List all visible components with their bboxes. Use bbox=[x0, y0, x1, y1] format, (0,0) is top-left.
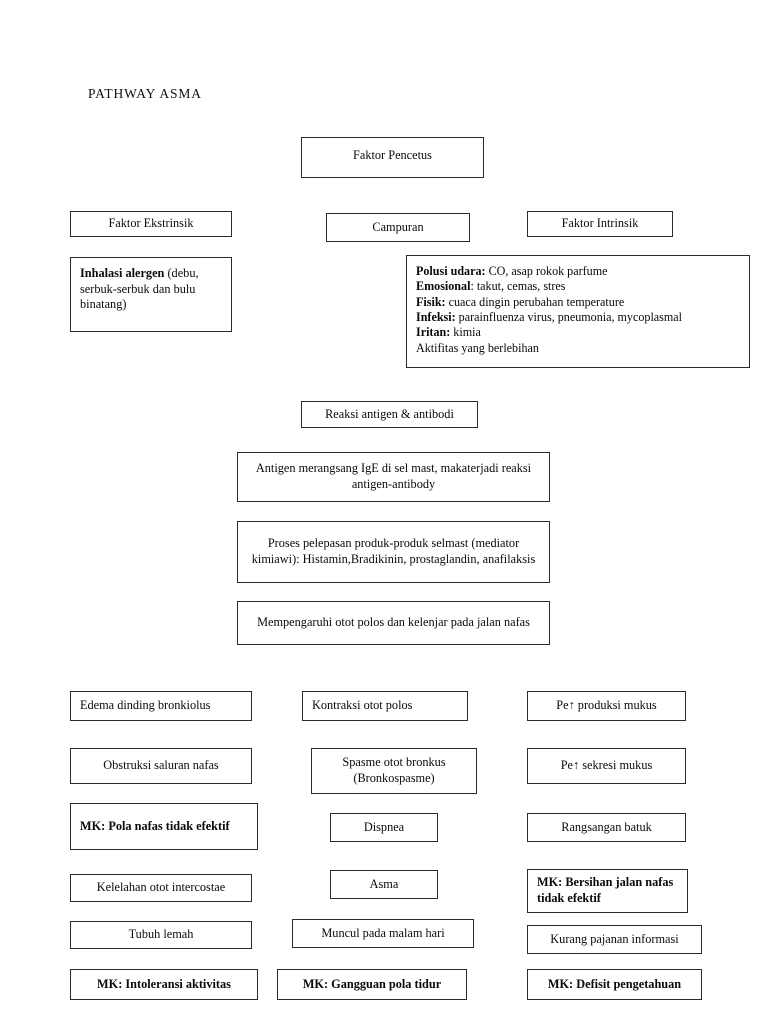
node-mk-intoleransi-aktivitas-label: MK: Intoleransi aktivitas bbox=[97, 976, 231, 991]
node-kelelahan-otot-intercostae[interactable]: Kelelahan otot intercostae bbox=[70, 874, 252, 902]
node-mk-defisit-pengetahuan[interactable]: MK: Defisit pengetahuan bbox=[527, 969, 702, 1000]
node-faktor-intrinsik[interactable]: Faktor Intrinsik bbox=[527, 211, 673, 237]
node-kurang-pajanan-informasi[interactable]: Kurang pajanan informasi bbox=[527, 925, 702, 954]
node-mk-gangguan-pola-tidur-label: MK: Gangguan pola tidur bbox=[302, 976, 442, 991]
node-antigen-merangsang-ige-label: Antigen merangsang IgE di sel mast, maka… bbox=[255, 461, 532, 491]
node-muncul-pada-malam-hari[interactable]: Muncul pada malam hari bbox=[292, 919, 474, 948]
node-proses-pelepasan-mediator[interactable]: Proses pelepasan produk-produk selmast (… bbox=[237, 521, 550, 583]
node-asma-label: Asma bbox=[369, 876, 399, 891]
node-asma[interactable]: Asma bbox=[330, 870, 438, 899]
node-tubuh-lemah[interactable]: Tubuh lemah bbox=[70, 921, 252, 949]
node-obstruksi-saluran-nafas-label: Obstruksi saluran nafas bbox=[103, 758, 219, 773]
node-rangsangan-batuk[interactable]: Rangsangan batuk bbox=[527, 813, 686, 842]
node-spasme-otot-bronkus-label: Spasme otot bronkus (Bronkospasme) bbox=[342, 755, 446, 785]
node-pe-sekresi-mukus[interactable]: Pe↑ sekresi mukus bbox=[527, 748, 686, 784]
node-mk-pola-nafas-tidak-efektif-label: MK: Pola nafas tidak efektif bbox=[80, 818, 230, 833]
list-item: Aktifitas yang berlebihan bbox=[416, 340, 539, 355]
node-tubuh-lemah-label: Tubuh lemah bbox=[128, 927, 194, 942]
list-item: Iritan: kimia bbox=[416, 325, 481, 340]
list-item: Fisik: cuaca dingin perubahan temperatur… bbox=[416, 294, 625, 309]
node-mk-bersihan-jalan-nafas-label: MK: Bersihan jalan nafas tidak efektif bbox=[537, 875, 674, 905]
node-faktor-ekstrinsik-label: Faktor Ekstrinsik bbox=[108, 216, 194, 231]
node-kurang-pajanan-informasi-label: Kurang pajanan informasi bbox=[550, 931, 679, 946]
node-faktor-ekstrinsik[interactable]: Faktor Ekstrinsik bbox=[70, 211, 232, 237]
node-mk-intoleransi-aktivitas[interactable]: MK: Intoleransi aktivitas bbox=[70, 969, 258, 1000]
node-spasme-otot-bronkus[interactable]: Spasme otot bronkus (Bronkospasme) bbox=[311, 748, 477, 794]
node-reaksi-antigen-antibodi[interactable]: Reaksi antigen & antibodi bbox=[301, 401, 478, 428]
node-mk-bersihan-jalan-nafas[interactable]: MK: Bersihan jalan nafas tidak efektif bbox=[527, 869, 688, 913]
node-pe-produksi-mukus[interactable]: Pe↑ produksi mukus bbox=[527, 691, 686, 721]
list-item: Infeksi: parainfluenza virus, pneumonia,… bbox=[416, 310, 683, 325]
node-inhalasi-alergen[interactable]: Inhalasi alergen (debu, serbuk-serbuk da… bbox=[70, 257, 232, 332]
node-dispnea-label: Dispnea bbox=[363, 819, 405, 834]
node-inhalasi-alergen-label: Inhalasi alergen (debu, serbuk-serbuk da… bbox=[71, 258, 231, 313]
node-kontraksi-otot-polos-label: Kontraksi otot polos bbox=[312, 698, 413, 713]
node-mempengaruhi-otot-polos-label: Mempengaruhi otot polos dan kelenjar pad… bbox=[257, 615, 530, 630]
node-faktor-pencetus-label: Faktor Pencetus bbox=[353, 148, 432, 162]
node-edema-dinding-bronkiolus-label: Edema dinding bronkiolus bbox=[80, 698, 211, 713]
node-mempengaruhi-otot-polos[interactable]: Mempengaruhi otot polos dan kelenjar pad… bbox=[237, 601, 550, 645]
node-edema-dinding-bronkiolus[interactable]: Edema dinding bronkiolus bbox=[70, 691, 252, 721]
node-kelelahan-otot-intercostae-label: Kelelahan otot intercostae bbox=[96, 880, 226, 895]
node-pe-sekresi-mukus-label: Pe↑ sekresi mukus bbox=[560, 758, 653, 773]
page-title: PATHWAY ASMA bbox=[88, 86, 202, 101]
node-campuran[interactable]: Campuran bbox=[326, 213, 470, 242]
node-mk-pola-nafas-tidak-efektif[interactable]: MK: Pola nafas tidak efektif bbox=[70, 803, 258, 850]
node-rangsangan-batuk-label: Rangsangan batuk bbox=[561, 819, 652, 834]
node-pe-produksi-mukus-label: Pe↑ produksi mukus bbox=[556, 698, 657, 713]
node-reaksi-antigen-antibodi-label: Reaksi antigen & antibodi bbox=[325, 406, 454, 421]
list-item: Polusi udara: CO, asap rokok parfume bbox=[416, 264, 608, 278]
node-muncul-pada-malam-hari-label: Muncul pada malam hari bbox=[321, 925, 445, 940]
inhalasi-alergen-lead: Inhalasi alergen bbox=[80, 266, 165, 280]
node-obstruksi-saluran-nafas[interactable]: Obstruksi saluran nafas bbox=[70, 748, 252, 784]
node-dispnea[interactable]: Dispnea bbox=[330, 813, 438, 842]
node-faktor-intrinsik-label: Faktor Intrinsik bbox=[561, 216, 639, 231]
node-proses-pelepasan-mediator-label: Proses pelepasan produk-produk selmast (… bbox=[251, 536, 536, 566]
node-kontraksi-otot-polos[interactable]: Kontraksi otot polos bbox=[302, 691, 468, 721]
node-faktor-pencetus[interactable]: Faktor Pencetus bbox=[301, 137, 484, 178]
node-mk-gangguan-pola-tidur[interactable]: MK: Gangguan pola tidur bbox=[277, 969, 467, 1000]
intrinsik-detail-lines: Polusi udara: CO, asap rokok parfume Emo… bbox=[407, 256, 749, 356]
node-mk-defisit-pengetahuan-label: MK: Defisit pengetahuan bbox=[547, 976, 682, 991]
inhalasi-alergen-rest: (debu, serbuk-serbuk dan bulu binatang) bbox=[80, 266, 199, 312]
list-item: Emosional: takut, cemas, stres bbox=[416, 279, 566, 294]
node-antigen-merangsang-ige[interactable]: Antigen merangsang IgE di sel mast, maka… bbox=[237, 452, 550, 502]
node-campuran-label: Campuran bbox=[372, 219, 424, 234]
node-intrinsik-detail-list[interactable]: Polusi udara: CO, asap rokok parfume Emo… bbox=[406, 255, 750, 368]
